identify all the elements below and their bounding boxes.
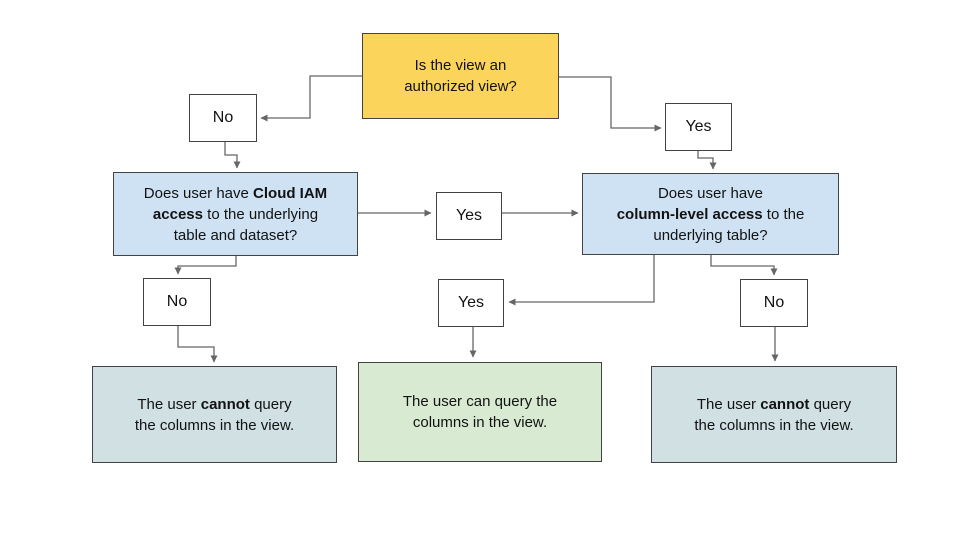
node-question-column-level: Does user have column-level access to th… [582,173,839,255]
node-result-cannot-query-right: The user cannot query the columns in the… [651,366,897,463]
question-column-level-text: Does user have column-level access to th… [616,184,805,244]
node-result-cannot-query-left: The user cannot query the columns in the… [92,366,337,463]
node-no-left: No [143,278,211,326]
yes-top-label: Yes [685,118,712,135]
node-yes-bottom: Yes [438,279,504,327]
question-cloud-iam-text: Does user have Cloud IAM access to the u… [143,184,328,244]
edge-question-left-to-no-left [174,256,237,275]
no-left-label: No [166,293,188,310]
edge-root-to-no-top [260,75,362,122]
result-cannot-query-left-text: The user cannot query the columns in the… [134,395,295,434]
edge-yes-top-to-question-right [697,151,717,170]
edge-question-right-to-yes-bottom [508,255,655,306]
edge-question-right-to-no-right [710,255,778,276]
node-yes-top: Yes [665,103,732,151]
root-question-text: Is the view an authorized view? [404,57,517,95]
result-can-query-text: The user can query the columns in the vi… [402,393,558,431]
node-yes-mid: Yes [436,192,502,240]
node-no-top: No [189,94,257,142]
edge-no-top-to-question-left [224,142,241,169]
node-no-right: No [740,279,808,327]
no-top-label: No [212,109,234,126]
node-root-question: Is the view an authorized view? [362,33,559,119]
edge-no-left-to-result-left [177,326,218,363]
yes-bottom-label: Yes [457,294,485,311]
node-result-can-query: The user can query the columns in the vi… [358,362,602,462]
no-right-label: No [763,294,785,311]
result-cannot-query-right-text: The user cannot query the columns in the… [694,395,854,434]
yes-mid-label: Yes [455,207,483,224]
node-question-cloud-iam: Does user have Cloud IAM access to the u… [113,172,358,256]
edge-root-to-yes-top [559,76,662,132]
